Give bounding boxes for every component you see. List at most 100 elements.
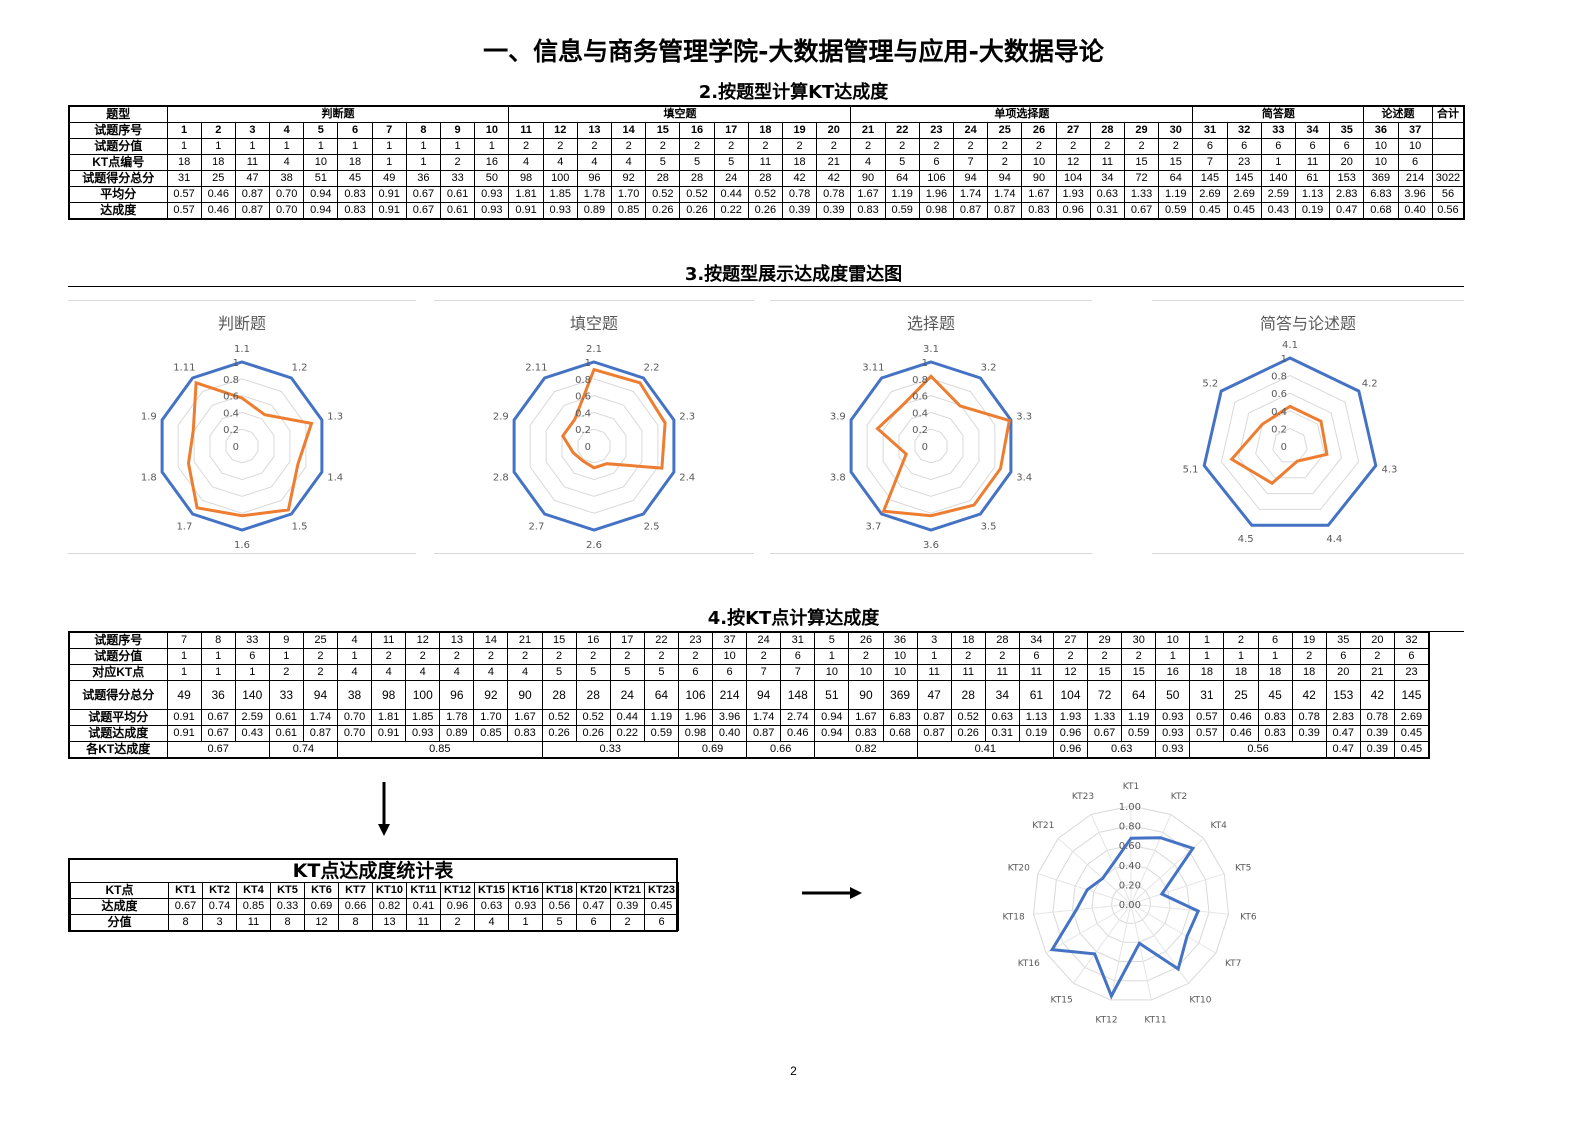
table-cell: 0.45 — [1393, 725, 1430, 742]
spoke — [1033, 903, 1132, 915]
table-cell: 0.31 — [1089, 202, 1125, 220]
table-cell: 10 — [1021, 154, 1057, 171]
table-cell: 6 — [1329, 138, 1365, 155]
table-cell: 104 — [1052, 680, 1089, 710]
kt-achievement-cell: 0.82 — [814, 741, 918, 759]
down-arrow-icon — [378, 782, 390, 836]
panel-border-top — [68, 300, 416, 301]
table-cell: 2 — [1121, 648, 1157, 665]
axis-label: KT11 — [1144, 1015, 1166, 1025]
table-cell: 1 — [269, 138, 305, 155]
table-cell: 22 — [884, 122, 920, 139]
table-cell: 15 — [1123, 154, 1160, 171]
table-cell: 64 — [884, 170, 920, 187]
table-cell: 1.13 — [1018, 709, 1054, 726]
radar-title: 选择题 — [906, 314, 955, 333]
table-cell: 10 — [882, 648, 918, 665]
table-cell: 2 — [816, 138, 852, 155]
table-cell: 33 — [1260, 122, 1296, 139]
table-cell: 0.46 — [200, 186, 236, 203]
table-cell: 21 — [507, 631, 543, 649]
table-cell: 36 — [882, 631, 918, 649]
table-cell: 64 — [643, 680, 679, 710]
table-cell: 1 — [1223, 648, 1259, 665]
table-cell: 28 — [645, 170, 681, 187]
table-cell: 153 — [1325, 680, 1361, 710]
table-cell: 94 — [746, 680, 782, 710]
table-cell: 8 — [200, 631, 236, 649]
max-series-line — [849, 360, 1013, 532]
table-cell: 2 — [1123, 138, 1160, 155]
scale-label: 0.4 — [1271, 407, 1287, 418]
scale-label: 0.8 — [912, 375, 928, 386]
table-cell: 0.96 — [440, 898, 475, 915]
table-cell: 0.87 — [234, 186, 271, 203]
table-cell: 30 — [1121, 631, 1157, 649]
table-cell: 6 — [1192, 138, 1228, 155]
table-cell: 0.41 — [406, 898, 441, 915]
table-cell: 1 — [405, 154, 442, 171]
table-cell: 2 — [984, 648, 1020, 665]
table-cell: 0.33 — [270, 898, 305, 915]
table-cell: 2.69 — [1393, 709, 1430, 726]
table-cell: 0.63 — [474, 898, 509, 915]
table-cell — [1431, 138, 1465, 155]
table-cell: 6 — [1018, 648, 1054, 665]
axis-label: KT20 — [1008, 864, 1030, 874]
scale-label: 0.4 — [575, 408, 591, 419]
table-cell: 7 — [780, 664, 816, 681]
table-cell: 1.33 — [1123, 186, 1160, 203]
table-cell: 0.94 — [303, 186, 339, 203]
table-cell: 11 — [1089, 154, 1125, 171]
table-cell: 26 — [1021, 122, 1057, 139]
type-header: 合计 — [1431, 105, 1465, 123]
table-cell: 27 — [1055, 122, 1091, 139]
table-cell: 2 — [1055, 138, 1091, 155]
axis-label: 1.8 — [141, 472, 157, 483]
table-cell: 1 — [1155, 648, 1191, 665]
table-cell: 2 — [1291, 648, 1327, 665]
table-cell: 36 — [1363, 122, 1399, 139]
type-header: 简答题 — [1192, 105, 1365, 123]
axis-label: 3.7 — [865, 521, 881, 532]
table-cell: 0.87 — [916, 709, 952, 726]
axis-label: 3.1 — [923, 344, 939, 355]
row-label: 达成度 — [68, 202, 168, 220]
table-cell: 1 — [1257, 648, 1293, 665]
type-header: 论述题 — [1363, 105, 1433, 123]
table-cell: 6 — [1393, 648, 1430, 665]
table-cell: 0.39 — [610, 898, 645, 915]
table-cell: 0.47 — [576, 898, 611, 915]
axis-label: KT18 — [1003, 912, 1025, 922]
table-cell: 0.44 — [609, 709, 645, 726]
table-cell: 0.46 — [200, 202, 236, 220]
table-cell: 2 — [1359, 648, 1395, 665]
table-cell: 42 — [1291, 680, 1327, 710]
table-cell: 2 — [611, 138, 647, 155]
grid-ring — [1110, 883, 1152, 924]
table-cell: 0.39 — [816, 202, 852, 220]
scale-label: 0.8 — [1271, 372, 1287, 383]
table-cell: 15 — [1158, 154, 1194, 171]
axis-label: KT6 — [1240, 912, 1257, 922]
table-cell: 0.68 — [882, 725, 918, 742]
spoke — [1057, 838, 1132, 905]
table-cell: 35 — [1325, 631, 1361, 649]
table-cell: 15 — [1121, 664, 1157, 681]
max-series-line — [160, 360, 324, 532]
achievement-series-line — [1229, 404, 1329, 486]
axis-label: 3.2 — [981, 363, 997, 374]
table-cell: 8 — [168, 914, 203, 931]
table-cell: 6.83 — [1363, 186, 1399, 203]
table-cell: 145 — [1393, 680, 1430, 710]
table-cell: 33 — [439, 170, 476, 187]
table-cell: 0.26 — [541, 725, 577, 742]
table-header-row: 题型判断题填空题单项选择题简答题论述题合计 — [68, 105, 1465, 123]
table-cell: 2 — [645, 138, 681, 155]
table-cell: 0.22 — [713, 202, 749, 220]
table-cell: 0.67 — [168, 898, 203, 915]
section4-title: 4.按KT点计算达成度 — [707, 608, 880, 629]
